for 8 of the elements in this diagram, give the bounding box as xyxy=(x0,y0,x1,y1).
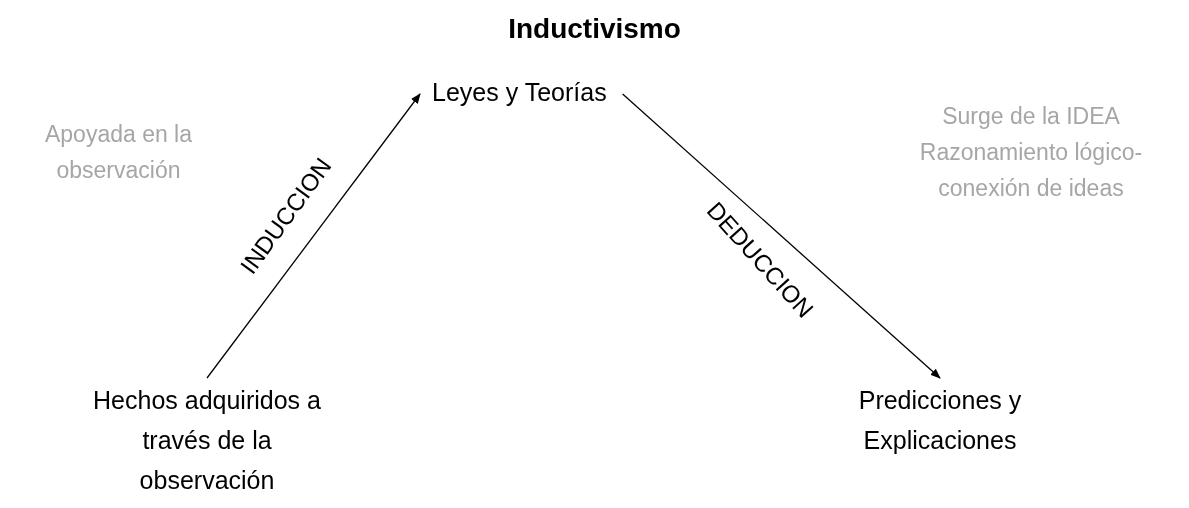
node-text: Hechos adquiridos a través de la observación xyxy=(72,380,342,500)
note-text: Surge de la IDEA Razonamiento lógico- conexión de ideas xyxy=(918,102,1144,203)
arrow xyxy=(206,93,421,379)
arrow xyxy=(622,93,941,379)
node-text: Leyes y Teorías xyxy=(432,72,607,112)
note-text: Apoyada en la observación xyxy=(43,120,194,185)
node-text: Predicciones y Explicaciones xyxy=(820,380,1060,460)
diagram-title: Inductivismo xyxy=(507,12,682,46)
